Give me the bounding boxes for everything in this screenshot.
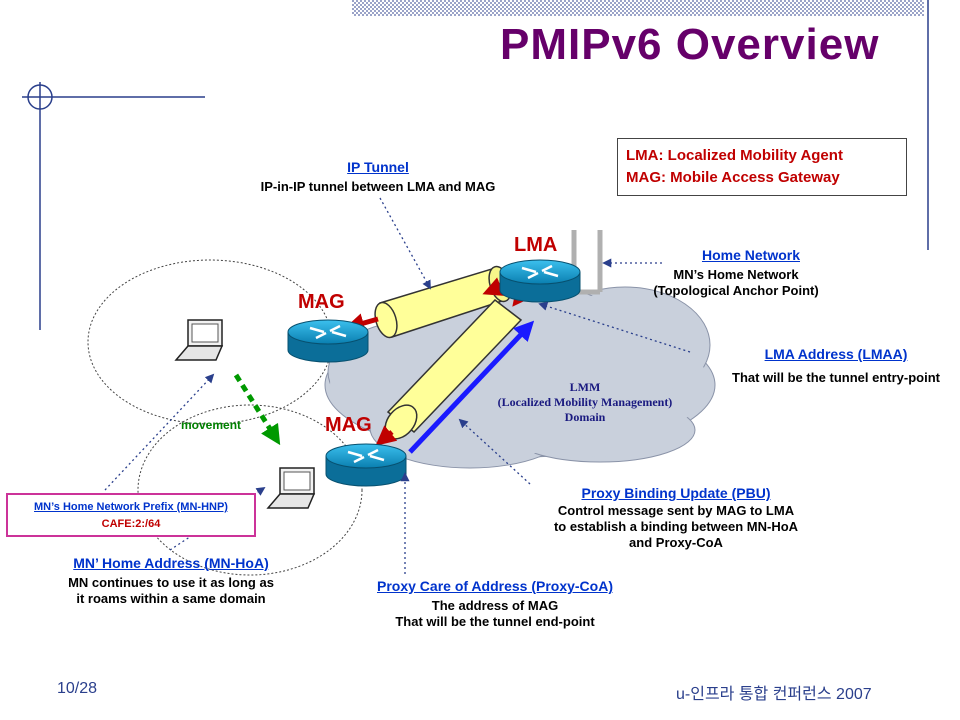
proxy-coa-title[interactable]: Proxy Care of Address (Proxy-CoA) [377,578,613,594]
mn-laptop-top-icon [174,319,224,361]
pbu-line1: Control message sent by MAG to LMA [557,503,795,518]
conference-name: u-인프라 통합 컨퍼런스 2007 [676,686,872,703]
legend-box: LMA: Localized Mobility Agent MAG: Mobil… [617,138,907,196]
proxy-coa-annotation: Proxy Care of Address (Proxy-CoA) The ad… [330,578,660,630]
lmaa-callout [538,301,691,353]
pbu-blue-arrow [408,320,535,454]
mag-top-router-icon [287,319,369,363]
lma-label: LMA [514,234,558,256]
page-number: 10/28 [57,680,98,697]
mn-area-ellipse-bottom [137,404,363,576]
header-checker-band [352,0,924,16]
ip-tunnel-annotation: IP Tunnel IP-in-IP tunnel between LMA an… [228,159,528,195]
lmm-line2: (Localized Mobility Management) [497,395,673,409]
tunnel-to-mag-bottom-arrow [375,425,398,446]
proxy-coa-line2: That will be the tunnel end-point [395,614,595,629]
mn-hnp-callout [104,373,215,491]
mag-bottom-router-icon [325,443,407,487]
lmaa-title[interactable]: LMA Address (LMAA) [764,346,908,362]
pbu-callout [458,418,531,485]
pbu-line2: to establish a binding between MN-HoA [553,519,799,534]
ip-tunnel-callout [379,197,431,290]
mn-laptop-bottom-icon [266,467,316,509]
legend-lma: LMA: Localized Mobility Agent [626,147,843,164]
lma-router-icon [499,259,581,303]
mn-hnp-box: MN’s Home Network Prefix (MN-HNP) CAFE:2… [6,493,256,537]
legend-mag: MAG: Mobile Access Gateway [626,169,840,186]
mag-bottom-label: MAG [325,414,372,436]
home-network-line2: (Topological Anchor Point) [653,283,819,298]
mn-hoa-title[interactable]: MN’ Home Address (MN-HoA) [73,555,269,571]
mn-hoa-annotation: MN’ Home Address (MN-HoA) MN continues t… [26,555,316,607]
lmaa-desc: That will be the tunnel entry-point [732,370,940,385]
home-network-title[interactable]: Home Network [701,247,800,263]
home-network-line1: MN’s Home Network [673,267,799,282]
mn-hoa-line1: MN continues to use it as long as [68,575,274,590]
ip-tunnel-title[interactable]: IP Tunnel [347,159,409,175]
lmaa-annotation: LMA Address (LMAA) That will be the tunn… [718,346,954,386]
pbu-title[interactable]: Proxy Binding Update (PBU) [581,485,771,501]
header-circle-ornament [27,84,53,110]
page-title: PMIPv6 Overview [500,20,880,69]
pbu-line3: and Proxy-CoA [629,535,723,550]
movement-label: movement [181,418,242,432]
proxy-coa-line1: The address of MAG [431,598,559,613]
home-network-annotation: Home Network MN’s Home Network (Topologi… [620,247,852,299]
lmm-line1: LMM [569,380,601,394]
mag-top-label: MAG [298,291,345,313]
mn-hnp-title[interactable]: MN’s Home Network Prefix (MN-HNP) [34,501,228,513]
ip-tunnel-desc: IP-in-IP tunnel between LMA and MAG [260,179,496,194]
mn-hoa-line2: it roams within a same domain [76,591,266,606]
lmm-domain-label: LMM (Localized Mobility Management) Doma… [470,380,700,425]
lmm-line3: Domain [564,410,606,424]
mn-hnp-value: CAFE:2:/64 [101,518,161,530]
movement-arrow [233,373,281,446]
pbu-annotation: Proxy Binding Update (PBU) Control messa… [516,485,836,551]
